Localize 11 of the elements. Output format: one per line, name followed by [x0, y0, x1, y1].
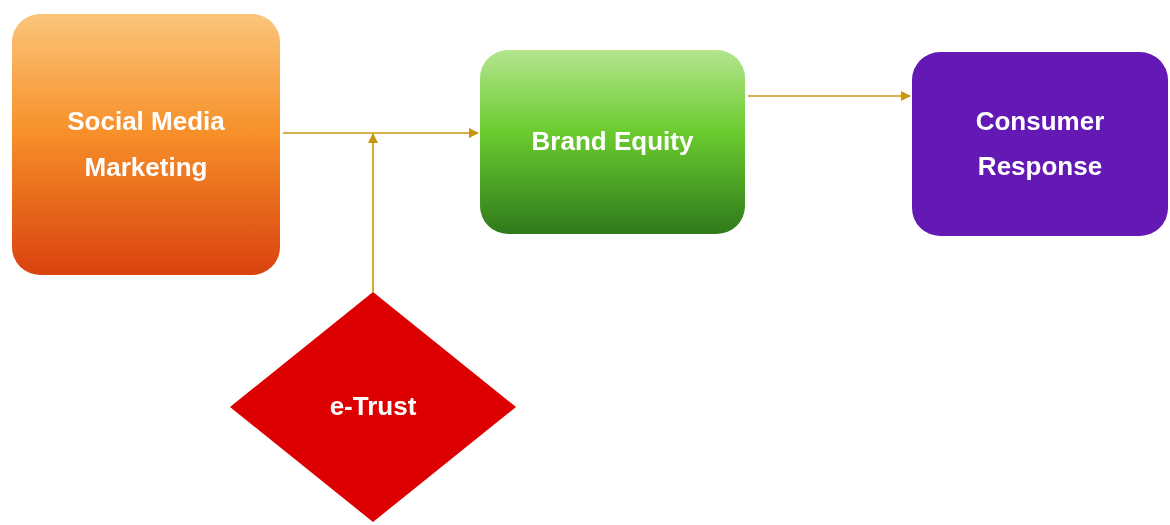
node-label: Brand Equity — [531, 125, 694, 159]
arrow — [747, 91, 911, 101]
node-label: Consumer Response — [974, 104, 1106, 183]
arrow — [368, 133, 378, 293]
process-box — [480, 50, 745, 234]
node-label: Social Media Marketing — [66, 105, 226, 184]
decision-diamond — [230, 292, 516, 522]
node-label: e-Trust — [329, 390, 417, 424]
arrow — [282, 128, 479, 138]
process-box — [12, 14, 280, 275]
process-box — [912, 52, 1168, 236]
